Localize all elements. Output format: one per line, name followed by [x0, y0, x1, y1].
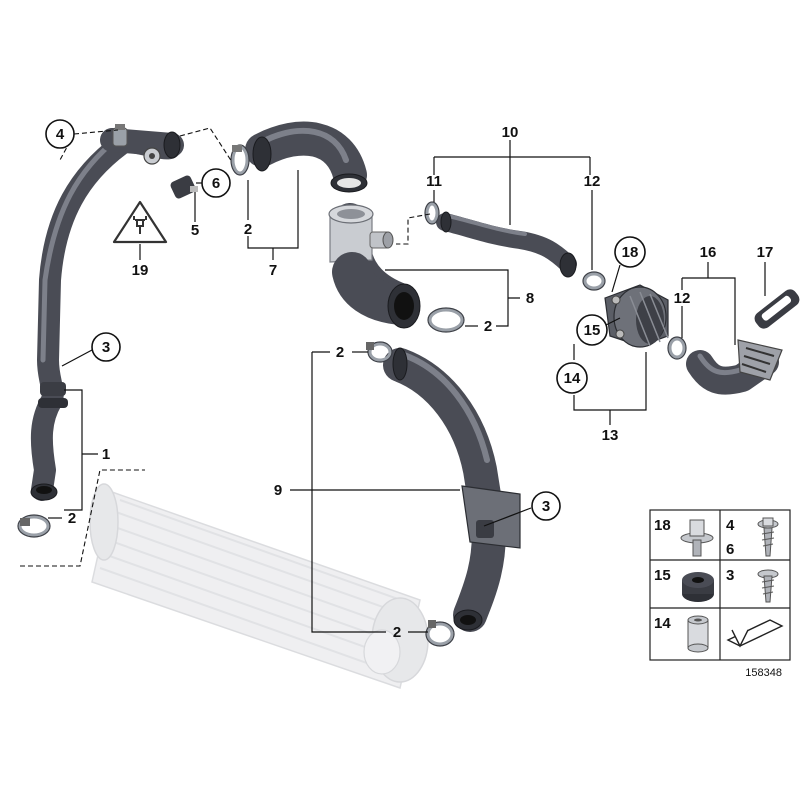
- callout-18: 18: [622, 244, 639, 261]
- charge-air-hose-1: [30, 128, 184, 501]
- callout-15: 15: [584, 322, 601, 339]
- callout-6: 6: [212, 175, 220, 192]
- callout-2b: 2: [484, 318, 492, 335]
- callout-2d: 2: [393, 624, 401, 641]
- callout-circle-3b: [531, 491, 561, 521]
- callout-labels: 4 6 5 19 2 7 3 1 2 10 11 12 8 2 2 9 2 3 …: [45, 119, 774, 641]
- legend-label-14: 14: [654, 615, 671, 632]
- leader-lines: [20, 127, 766, 633]
- sensor-part-4: [112, 124, 128, 147]
- callout-12b: 12: [674, 290, 691, 307]
- hardware-legend: 18 4 6 15 3 14: [649, 509, 791, 661]
- callout-circle-3a: [91, 332, 121, 362]
- callout-circle-15: [576, 314, 608, 346]
- callout-5: 5: [191, 222, 199, 239]
- gasket-17: [754, 289, 800, 329]
- callout-1: 1: [102, 446, 110, 463]
- legend-label-3: 3: [726, 567, 734, 584]
- hose-clamp-2e: [17, 514, 51, 538]
- hose-clamp-2d: [425, 620, 455, 647]
- intake-hose-10: [436, 211, 577, 278]
- legend-label-15: 15: [654, 567, 671, 584]
- callout-circle-14: [556, 362, 588, 394]
- callout-circle-6: [201, 168, 231, 198]
- reference-number: 158348: [745, 667, 782, 679]
- charge-air-hose-9: [383, 347, 521, 632]
- legend-label-18: 18: [654, 517, 671, 534]
- charge-air-hose-7: [245, 121, 368, 193]
- callout-2e: 2: [68, 510, 76, 527]
- callout-10: 10: [502, 124, 519, 141]
- callout-19: 19: [132, 262, 149, 279]
- callout-14: 14: [564, 370, 581, 387]
- washer-screw-icon: [757, 569, 779, 603]
- hose-clamp-12a: [582, 271, 606, 291]
- callout-17: 17: [757, 244, 774, 261]
- intercooler: [89, 483, 429, 689]
- callout-circle-4: [45, 119, 75, 149]
- callout-circle-18: [614, 236, 646, 268]
- hose-clamp-2b: [427, 307, 465, 333]
- self-tapping-screw-icon: [757, 517, 779, 557]
- callout-2c: 2: [336, 344, 344, 361]
- spacer-sleeve-icon: [687, 615, 709, 653]
- callout-9: 9: [274, 482, 282, 499]
- callout-12a: 12: [584, 173, 601, 190]
- warning-triangle-icon: [112, 200, 168, 244]
- callout-4: 4: [56, 126, 65, 143]
- valve-housing-13: [604, 284, 669, 348]
- direction-arrow-icon: [726, 619, 784, 648]
- callout-8: 8: [526, 290, 534, 307]
- callout-3a: 3: [102, 339, 110, 356]
- intake-elbow-16: [686, 339, 783, 395]
- legend-label-4: 4: [726, 517, 735, 534]
- callout-13: 13: [602, 427, 619, 444]
- connector-part-6: [143, 147, 198, 199]
- callout-3b: 3: [542, 498, 550, 515]
- callout-2a: 2: [244, 221, 252, 238]
- rubber-grommet-icon: [682, 572, 714, 602]
- hose-clamp-11: [424, 201, 440, 225]
- callout-7: 7: [269, 262, 277, 279]
- callout-11: 11: [426, 173, 442, 190]
- hose-clamp-2a: [230, 144, 250, 176]
- hose-clamp-2c: [366, 341, 393, 363]
- callout-16: 16: [700, 244, 717, 261]
- legend-label-6: 6: [726, 541, 734, 558]
- flange-bolt-icon: [680, 519, 714, 557]
- charge-air-pipe-8: [328, 203, 421, 329]
- hose-clamp-12b: [667, 336, 687, 360]
